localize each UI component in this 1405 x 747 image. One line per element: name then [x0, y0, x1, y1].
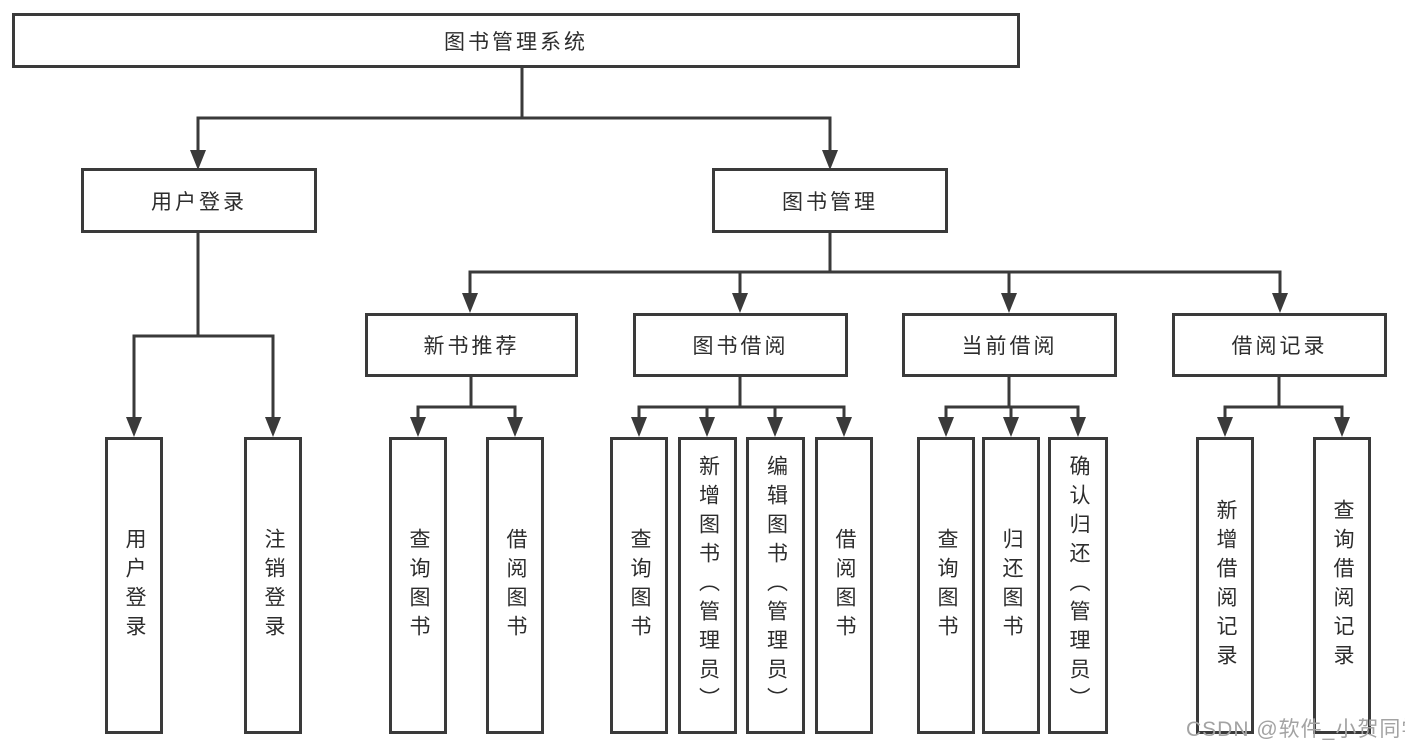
node-book-management: 图书管理 — [712, 168, 948, 233]
arrow-down-icon — [507, 417, 523, 437]
leaf-confirm-return-admin: 确认归还（管理员） — [1048, 437, 1108, 734]
edge-recommendation-children — [410, 377, 523, 437]
leaf-borrow-books-recommendation: 借阅图书 — [486, 437, 544, 734]
leaf-edit-book-admin: 编辑图书（管理员） — [746, 437, 805, 734]
arrow-down-icon — [732, 293, 748, 313]
node-new-book-recommendation: 新书推荐 — [365, 313, 578, 377]
arrow-down-icon — [265, 417, 281, 437]
leaf-query-books-recommendation: 查询图书 — [389, 437, 447, 734]
node-borrowing-records: 借阅记录 — [1172, 313, 1387, 377]
arrow-down-icon — [1334, 417, 1350, 437]
leaf-user-login: 用户登录 — [105, 437, 163, 734]
arrow-down-icon — [699, 417, 715, 437]
leaf-borrow-books-borrowing: 借阅图书 — [815, 437, 873, 734]
arrow-down-icon — [938, 417, 954, 437]
watermark: CSDN @软件_小贺同学 — [1186, 718, 1405, 741]
edge-borrowing-children — [631, 377, 852, 437]
leaf-query-books-current: 查询图书 — [917, 437, 975, 734]
leaf-query-borrowing-record: 查询借阅记录 — [1313, 437, 1371, 734]
node-library-system: 图书管理系统 — [12, 13, 1020, 68]
leaf-query-books-borrowing: 查询图书 — [610, 437, 668, 734]
arrow-down-icon — [1001, 293, 1017, 313]
edge-current-borrowing-children — [938, 377, 1086, 437]
edge-root-to-level2 — [190, 67, 838, 170]
leaf-add-book-admin: 新增图书（管理员） — [678, 437, 737, 734]
arrow-down-icon — [410, 417, 426, 437]
node-book-borrowing: 图书借阅 — [633, 313, 848, 377]
arrow-down-icon — [190, 150, 206, 170]
arrow-down-icon — [767, 417, 783, 437]
leaf-return-books: 归还图书 — [982, 437, 1040, 734]
arrow-down-icon — [462, 293, 478, 313]
arrow-down-icon — [822, 150, 838, 170]
arrow-down-icon — [126, 417, 142, 437]
node-current-borrowing: 当前借阅 — [902, 313, 1117, 377]
edge-user-login-children — [126, 233, 281, 437]
arrow-down-icon — [836, 417, 852, 437]
edge-records-children — [1217, 377, 1350, 437]
node-user-login: 用户登录 — [81, 168, 317, 233]
edge-book-management-children — [462, 233, 1288, 313]
arrow-down-icon — [1070, 417, 1086, 437]
arrow-down-icon — [1272, 293, 1288, 313]
arrow-down-icon — [1217, 417, 1233, 437]
leaf-logout: 注销登录 — [244, 437, 302, 734]
leaf-add-borrowing-record: 新增借阅记录 — [1196, 437, 1254, 734]
arrow-down-icon — [1003, 417, 1019, 437]
arrow-down-icon — [631, 417, 647, 437]
